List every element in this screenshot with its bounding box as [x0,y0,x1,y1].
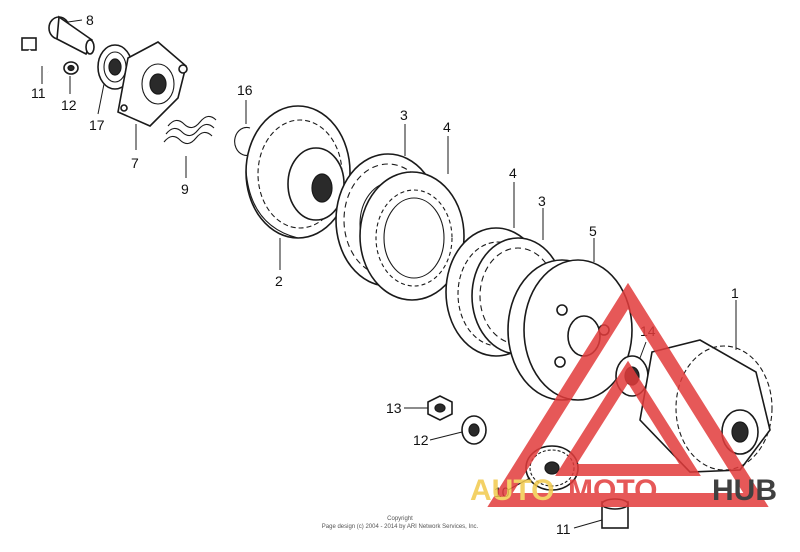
part-14-bolt [21,37,49,73]
part-11-washer [461,415,487,445]
callout-15: 12 [61,97,77,113]
caption-page-design: Page design (c) 2004 - 2014 by ARI Netwo… [322,524,479,530]
part-7-pin [48,15,95,56]
callout-17: 17 [89,117,105,133]
watermark-text-hub: HUB [712,474,777,507]
watermark-text-moto: MOTO [568,474,657,507]
part-2-clutch-center [245,105,351,239]
part-12-nut [427,395,453,421]
callout-1: 1 [731,285,739,301]
caption-copyright: Copyright [387,516,413,522]
part-8-spring [163,115,217,145]
callout-6: 7 [131,155,139,171]
callout-16: 16 [237,82,253,98]
callout-4b: 4 [509,165,517,181]
callout-5: 5 [589,223,597,239]
callout-2: 2 [275,273,283,289]
callout-4a: 4 [443,119,451,135]
callout-7: 8 [86,12,94,28]
watermark-triangle-inner [555,360,701,476]
callout-3b: 3 [538,193,546,209]
part-4-plate-upper [359,171,465,301]
leader-lines [41,19,737,529]
watermark-text-auto: AUTO [470,474,554,507]
part-15-washer [63,61,79,75]
callout-8: 9 [181,181,189,197]
callout-14: 11 [31,85,46,101]
callout-10: 11 [556,521,571,537]
callout-12: 13 [386,400,402,416]
part-6-lifter-plate [117,41,188,127]
callout-11: 12 [413,432,429,448]
automotohub-watermark-logo: AUTO MOTO HUB [470,282,777,507]
watermark-triangle-outer [487,282,769,507]
callout-3a: 3 [400,107,408,123]
